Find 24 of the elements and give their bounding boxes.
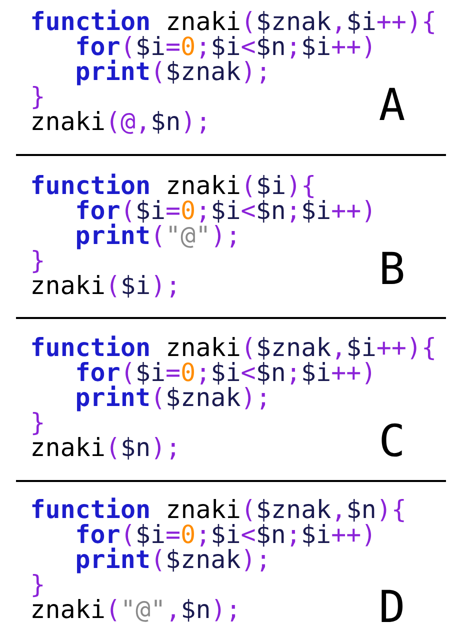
code-line: znaki($n); [32, 437, 175, 460]
code-line: print("@"); [77, 224, 235, 250]
code-line: print($znak); [77, 386, 266, 412]
code-line: } [32, 250, 43, 274]
code-line: } [32, 574, 43, 598]
code-line: print($znak); [77, 548, 266, 574]
answer-letter: D [382, 590, 402, 622]
answer-letter: B [382, 252, 404, 284]
code-line: function znaki($i){ [32, 174, 314, 198]
code-line: function znaki($znak,$i++){ [32, 10, 434, 34]
code-line: znaki("@",$n); [32, 599, 236, 622]
code-line: function znaki($znak,$n){ [32, 498, 404, 522]
answer-letter: A [380, 88, 404, 120]
code-line: for($i=0;$i<$n;$i++) [77, 36, 372, 59]
code-line: print($znak); [77, 60, 266, 86]
code-line: } [32, 86, 43, 110]
code-line: for($i=0;$i<$n;$i++) [77, 200, 372, 223]
code-line: for($i=0;$i<$n;$i++) [77, 524, 372, 547]
code-line: function znaki($znak,$i++){ [32, 336, 434, 360]
answer-letter: C [382, 423, 402, 457]
code-line: } [32, 412, 43, 436]
code-line: for($i=0;$i<$n;$i++) [77, 362, 372, 385]
code-line: znaki(@,$n); [32, 111, 205, 134]
code-line: znaki($i); [32, 275, 175, 298]
